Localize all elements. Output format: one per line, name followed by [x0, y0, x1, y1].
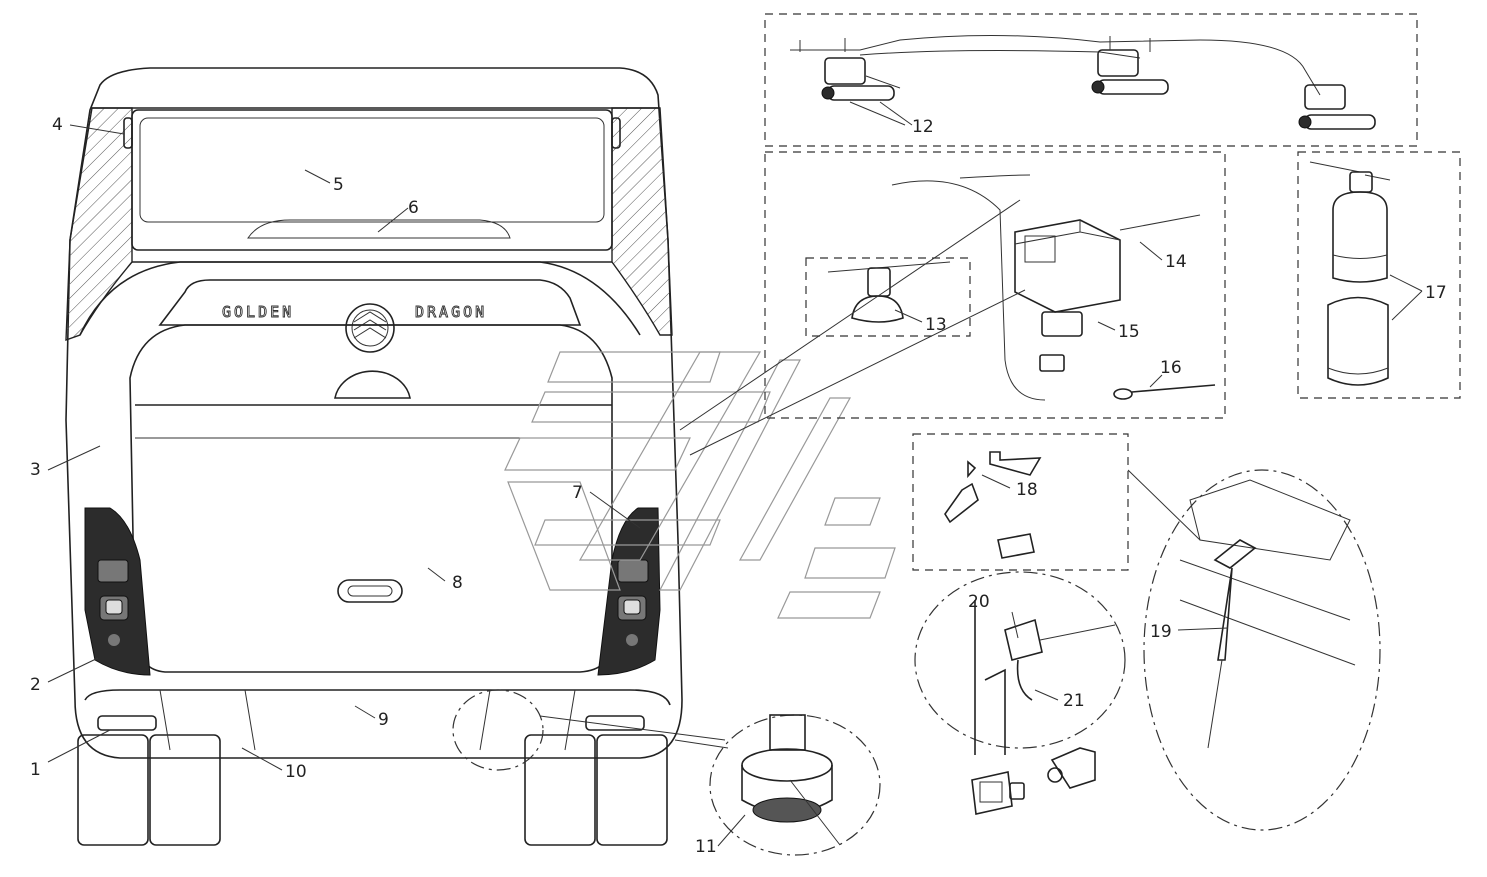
- wiper-motor-middle-icon: [1091, 36, 1169, 95]
- detail-18-brackets: [912, 433, 1129, 571]
- detail-11-buzzer-view: [709, 714, 881, 856]
- callout-7: 7: [572, 483, 583, 503]
- fire-extinguisher-icon: [1309, 161, 1391, 283]
- hatch-dome: [334, 370, 411, 399]
- callout-16: 16: [1160, 358, 1182, 378]
- left-marker-lamp: [123, 117, 133, 149]
- callout-18: 18: [1016, 480, 1038, 500]
- buzzer-11-icon: [741, 714, 841, 846]
- callout-11: 11: [695, 837, 717, 857]
- left-rear-lamp: [84, 507, 151, 676]
- wiper-motor-right-icon: [1298, 84, 1376, 130]
- callout-20: 20: [968, 592, 990, 612]
- callout-9: 9: [378, 710, 389, 730]
- callout-12: 12: [912, 117, 934, 137]
- callout-13: 13: [925, 315, 947, 335]
- right-rear-lamp: [597, 507, 661, 676]
- engine-hatch: [129, 324, 613, 673]
- callout-5: 5: [333, 175, 344, 195]
- callout-14: 14: [1165, 252, 1187, 272]
- callout-10: 10: [285, 762, 307, 782]
- watermark-logo: [504, 351, 896, 619]
- connector-plug-icon: [1039, 354, 1065, 372]
- rear-wheels: [77, 734, 668, 846]
- detail-12-wiper-assembly: [764, 13, 1418, 147]
- left-reflector: [97, 715, 157, 731]
- callout-19: 19: [1150, 622, 1172, 642]
- callout-3: 3: [30, 460, 41, 480]
- leader-lines: [47, 101, 1423, 847]
- bus-rear-view: GOLDEN DRAGON: [65, 67, 683, 846]
- rear-bumper: [84, 689, 671, 706]
- callout-6: 6: [408, 198, 419, 218]
- ground-cable-16-icon: [1113, 384, 1216, 400]
- wiper-motor-left-icon: [799, 38, 901, 101]
- brand-right-word: DRAGON: [415, 303, 487, 321]
- right-marker-lamp: [611, 117, 621, 149]
- right-pillar-hatched: [611, 107, 673, 336]
- bus-body-outline: [65, 67, 683, 759]
- detail-19-strut-view: [1143, 469, 1381, 831]
- rear-window: [131, 109, 613, 251]
- detail-20-21-latch-view: [914, 571, 1126, 815]
- callout-17: 17: [1425, 283, 1447, 303]
- hatch-handle: [337, 579, 403, 603]
- switch-13-icon: [827, 261, 951, 323]
- callout-21: 21: [1063, 691, 1085, 711]
- latch-parts-icon: [971, 747, 1096, 815]
- callout-4: 4: [52, 115, 63, 135]
- callout-1: 1: [30, 760, 41, 780]
- detail-17-fire-extinguisher: [1297, 151, 1461, 399]
- brand-left-word: GOLDEN: [222, 303, 294, 321]
- brand-bar: [158, 279, 582, 326]
- callout-8: 8: [452, 573, 463, 593]
- control-box-15-icon: [1014, 214, 1201, 337]
- callout-15: 15: [1118, 322, 1140, 342]
- window-lower-trim: [247, 219, 511, 239]
- right-reflector: [585, 715, 645, 731]
- callout-2: 2: [30, 675, 41, 695]
- brand-emblem-icon: [345, 303, 395, 353]
- detail-13-16-control-box: [764, 151, 1226, 419]
- callout-labels: 1 2 3 4 5 6 7 8 9 10 11 12 13 14 15 16 1…: [30, 115, 1447, 857]
- extinguisher-holder-icon: [1327, 296, 1389, 386]
